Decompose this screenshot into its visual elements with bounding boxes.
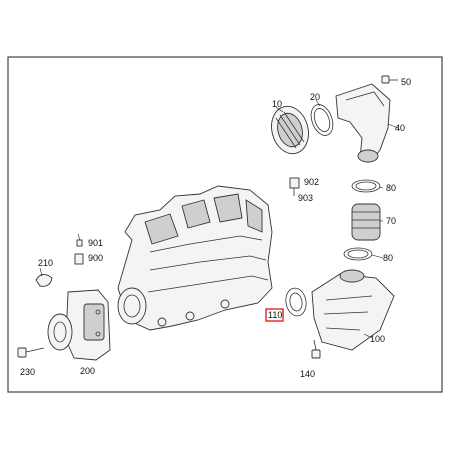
connector-900: [74, 239, 84, 265]
sensor-902: [289, 177, 300, 196]
clip-210: [35, 274, 53, 287]
callout-20: 20: [310, 92, 320, 102]
callout-900: 900: [88, 253, 103, 263]
callout-230: 230: [20, 367, 35, 377]
air-filter-10: [271, 105, 309, 155]
callout-110-highlight: [265, 308, 284, 322]
callout-200: 200: [80, 366, 95, 376]
callout-901: 901: [88, 238, 103, 248]
seal-ring-20: [310, 104, 334, 136]
callout-140: 140: [300, 369, 315, 379]
callout-100: 100: [370, 334, 385, 344]
screw-230: [17, 347, 45, 358]
leader-lines: [39, 99, 399, 339]
screw-140: [311, 339, 321, 359]
throttle-body: [47, 289, 111, 361]
callout-50: 50: [401, 77, 411, 87]
callout-10: 10: [272, 99, 282, 109]
callout-40: 40: [395, 123, 405, 133]
intake-elbow-40: [335, 83, 391, 163]
bolt-50: [381, 75, 398, 84]
air-duct-100: [311, 269, 395, 351]
bellows-70: [351, 203, 381, 241]
callout-70: 70: [386, 216, 396, 226]
callout-210: 210: [38, 258, 53, 268]
callout-902: 902: [304, 177, 319, 187]
clamp-80-lower: [343, 247, 373, 261]
callout-903: 903: [298, 193, 313, 203]
callout-80-upper: 80: [386, 183, 396, 193]
callout-80-lower: 80: [383, 253, 393, 263]
clamp-80-upper: [351, 179, 381, 193]
seal-110: [285, 287, 307, 317]
intake-manifold: [117, 185, 273, 331]
callout-110: 110: [268, 310, 282, 320]
